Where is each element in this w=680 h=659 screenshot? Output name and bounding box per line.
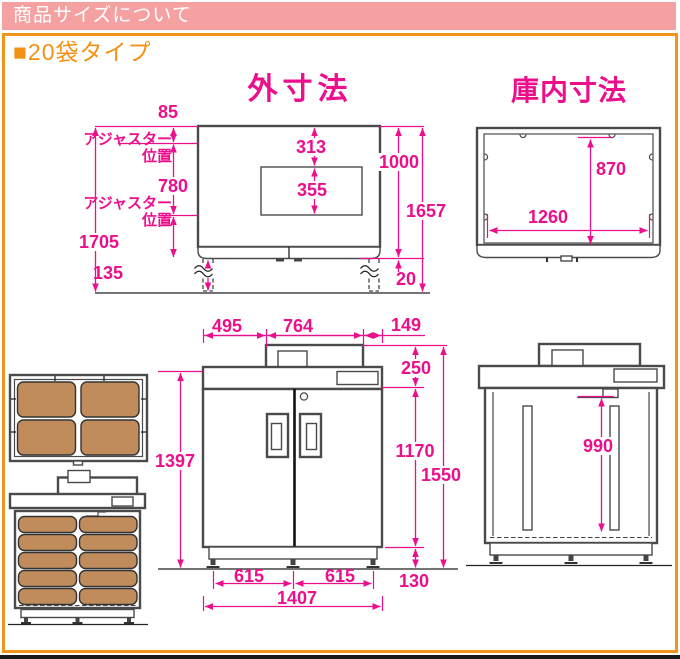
- dim-label-door-height: 1170: [394, 441, 436, 461]
- side-wall-lines: [492, 392, 650, 536]
- door-lock: [299, 392, 309, 401]
- page-header: 商品サイズについて: [2, 2, 676, 30]
- side-rail-right: [609, 405, 620, 531]
- rice-bag: [80, 381, 140, 418]
- interior-dimensions-title: 庫内寸法: [510, 75, 628, 106]
- exterior-front-view-drawing: [158, 329, 458, 611]
- dim-label-total-width: 1407: [276, 588, 318, 608]
- dim-label-body-height: 1000: [377, 152, 421, 172]
- base-tab: [276, 258, 284, 262]
- door-body: [201, 387, 384, 549]
- foot: [210, 559, 216, 565]
- kick-plate: [20, 608, 135, 619]
- rice-bag: [16, 381, 77, 418]
- rice-bag: [78, 515, 138, 534]
- dim-label-foot-min-gap: 20: [395, 269, 417, 289]
- dim-label-leg-height: 130: [398, 571, 430, 591]
- exterior-back-view-drawing: [92, 124, 430, 294]
- leg-break-symbol: [359, 265, 380, 278]
- dim-label-top-height: 250: [399, 358, 433, 378]
- adjustable-legs-dashed: [202, 259, 380, 292]
- center-tab: [72, 460, 84, 466]
- dim-label-top-offset: 85: [157, 102, 179, 122]
- leg-break-symbol: [193, 265, 214, 278]
- door-handle-left-grip: [270, 422, 283, 451]
- wall-pins: [11, 376, 146, 433]
- dim-label-interior-height: 990: [581, 436, 615, 456]
- adjuster-position-label-2: アジャスター位置: [83, 195, 172, 229]
- rice-bag: [78, 533, 138, 552]
- dim-label-leg-adjust-range: 135: [92, 263, 124, 283]
- section-heading: ■20袋タイプ: [13, 39, 152, 67]
- hood-vent: [277, 350, 308, 369]
- leg-break-mask: [197, 264, 217, 276]
- side-rail-left: [522, 405, 533, 531]
- bags-top-view-pictogram: [8, 373, 149, 466]
- interior-outline: [475, 126, 662, 247]
- hood-vent: [67, 469, 91, 484]
- dim-label-total-height: 1550: [419, 465, 463, 485]
- hinge-marks: [545, 257, 579, 262]
- dim-label-body-floor-height: 1397: [153, 451, 197, 471]
- foot: [290, 559, 296, 565]
- rice-bag: [17, 587, 78, 606]
- interior-opening: [483, 386, 659, 545]
- rice-bag: [78, 587, 138, 606]
- leg-break-mask: [363, 264, 383, 276]
- dim-label-hood-width: 764: [282, 316, 314, 336]
- control-panel: [613, 368, 658, 383]
- rice-bag: [16, 419, 77, 456]
- rice-bag: [17, 533, 78, 552]
- rice-bag: [17, 515, 78, 534]
- square-bullet-icon: ■: [13, 39, 28, 65]
- dim-label-vent-top-offset: 313: [294, 137, 328, 157]
- dim-label-right-offset: 149: [390, 315, 422, 335]
- foot: [370, 559, 376, 565]
- kick-plate: [208, 546, 378, 560]
- section-heading-label: 20袋タイプ: [27, 39, 152, 65]
- rice-bag: [78, 569, 138, 588]
- sensor-box: [602, 388, 619, 399]
- rice-bag: [17, 551, 78, 570]
- foot: [24, 617, 28, 623]
- rice-bag: [80, 419, 140, 456]
- interior-wall-line: [483, 133, 654, 244]
- foot: [493, 555, 499, 561]
- hood-vent: [551, 349, 584, 367]
- foot: [127, 617, 131, 623]
- foot: [75, 617, 80, 623]
- page-title: 商品サイズについて: [13, 5, 192, 26]
- base-tab: [294, 258, 302, 262]
- bottom-divider: [0, 655, 680, 659]
- dim-label-interior-depth: 870: [595, 159, 627, 179]
- top-panel: [8, 492, 147, 510]
- dim-label-interior-width: 1260: [527, 207, 569, 227]
- center-tab: [560, 255, 573, 262]
- control-panel: [336, 370, 379, 386]
- dim-label-left-offset: 495: [211, 316, 243, 336]
- interior-front-view-drawing: [466, 342, 672, 567]
- adjuster-position-label-1: アジャスター位置: [83, 131, 172, 165]
- dim-label-overall-height: 1657: [404, 201, 448, 221]
- kick-plate: [489, 542, 653, 556]
- dim-reference-lines: [95, 125, 424, 260]
- rice-bag: [17, 569, 78, 588]
- control-panel: [111, 496, 134, 507]
- exterior-dimensions-title: 外寸法: [247, 73, 353, 106]
- interior-wall-line: [13, 378, 144, 458]
- foot: [568, 555, 574, 561]
- dim-label-vent-height: 355: [295, 180, 329, 200]
- dim-label-foot-pitch-right: 615: [324, 566, 356, 586]
- dim-label-adjuster-gap: 780: [156, 176, 190, 196]
- rice-bag: [78, 551, 138, 570]
- dim-label-foot-pitch-left: 615: [233, 566, 265, 586]
- door-handle-right-grip: [305, 422, 318, 451]
- foot: [643, 555, 649, 561]
- interior-top-view-drawing: [475, 126, 662, 262]
- dim-label-overall-height-with-legs: 1705: [77, 232, 121, 252]
- bags-front-view-pictogram: [8, 469, 148, 626]
- interior-front-edge: [476, 244, 661, 259]
- dim-reference-lines: [486, 136, 651, 238]
